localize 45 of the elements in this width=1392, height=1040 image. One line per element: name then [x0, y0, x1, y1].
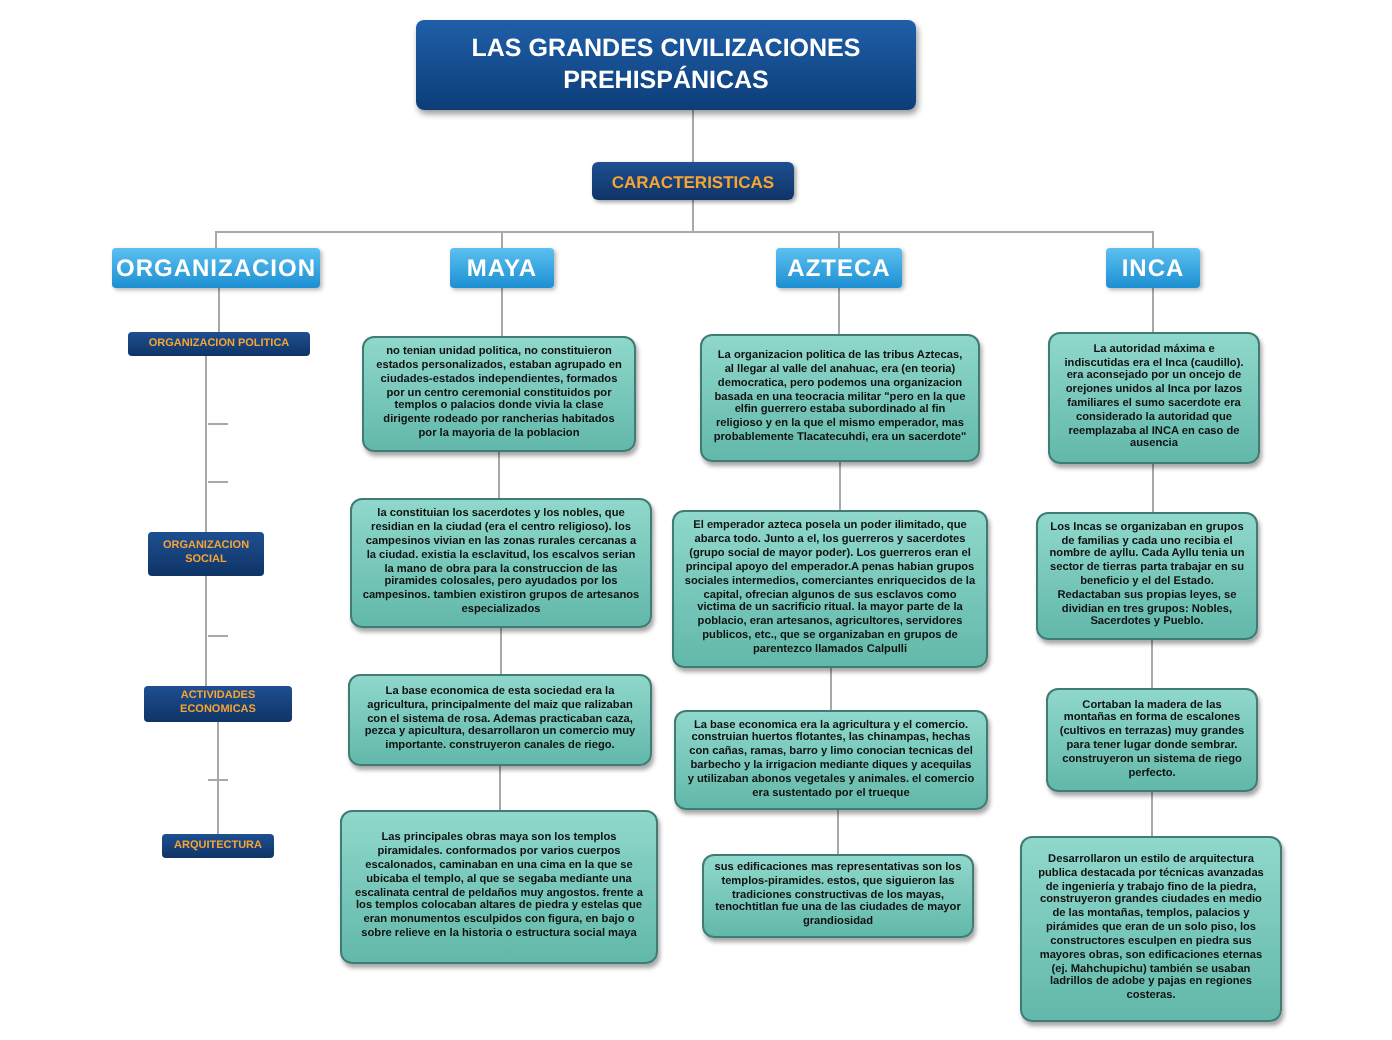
connector-line — [1152, 287, 1154, 333]
content-box — [1020, 836, 1282, 1022]
connector-line — [217, 721, 219, 835]
section-header — [776, 248, 902, 288]
content-box — [700, 334, 980, 462]
content-box — [340, 810, 658, 964]
content-box — [1046, 688, 1258, 792]
content-box — [672, 510, 988, 668]
connector-line — [837, 809, 839, 855]
connector-line — [1151, 639, 1153, 689]
connector-line — [218, 287, 220, 333]
connector-line — [501, 287, 503, 337]
row-label-box — [144, 686, 292, 722]
section-header — [450, 248, 554, 288]
category-box — [592, 162, 794, 200]
row-label-box — [162, 834, 274, 858]
connector-line — [692, 109, 694, 163]
category-text: CARACTERISTICAS — [611, 171, 775, 191]
connector-line — [839, 461, 841, 511]
content-box — [674, 710, 988, 810]
content-box — [348, 674, 652, 766]
connector-line — [500, 627, 502, 675]
content-box — [362, 336, 636, 452]
connector-line — [692, 199, 1154, 249]
header-text: ORGANIZACION — [116, 254, 316, 282]
header-text: INCA — [1121, 254, 1185, 282]
row-label-box — [148, 532, 264, 576]
header-text: AZTECA — [787, 254, 891, 282]
title-banner — [416, 20, 916, 110]
content-box — [1048, 332, 1260, 464]
connector-line — [205, 355, 207, 533]
connector-line — [838, 287, 840, 335]
connector-line — [1152, 463, 1154, 513]
content-box — [350, 498, 652, 628]
section-header — [1106, 248, 1200, 288]
content-box — [702, 854, 974, 938]
header-text: MAYA — [466, 254, 538, 282]
connector-line — [1151, 791, 1153, 837]
content-box — [1036, 512, 1258, 640]
title-text: LAS GRANDES CIVILIZACIONES PREHISPÁNICAS — [469, 33, 863, 97]
connector-line — [498, 451, 500, 499]
connector-line — [830, 667, 832, 711]
row-label-box — [128, 332, 310, 356]
connector-line — [205, 575, 207, 687]
connector-line — [499, 765, 501, 811]
